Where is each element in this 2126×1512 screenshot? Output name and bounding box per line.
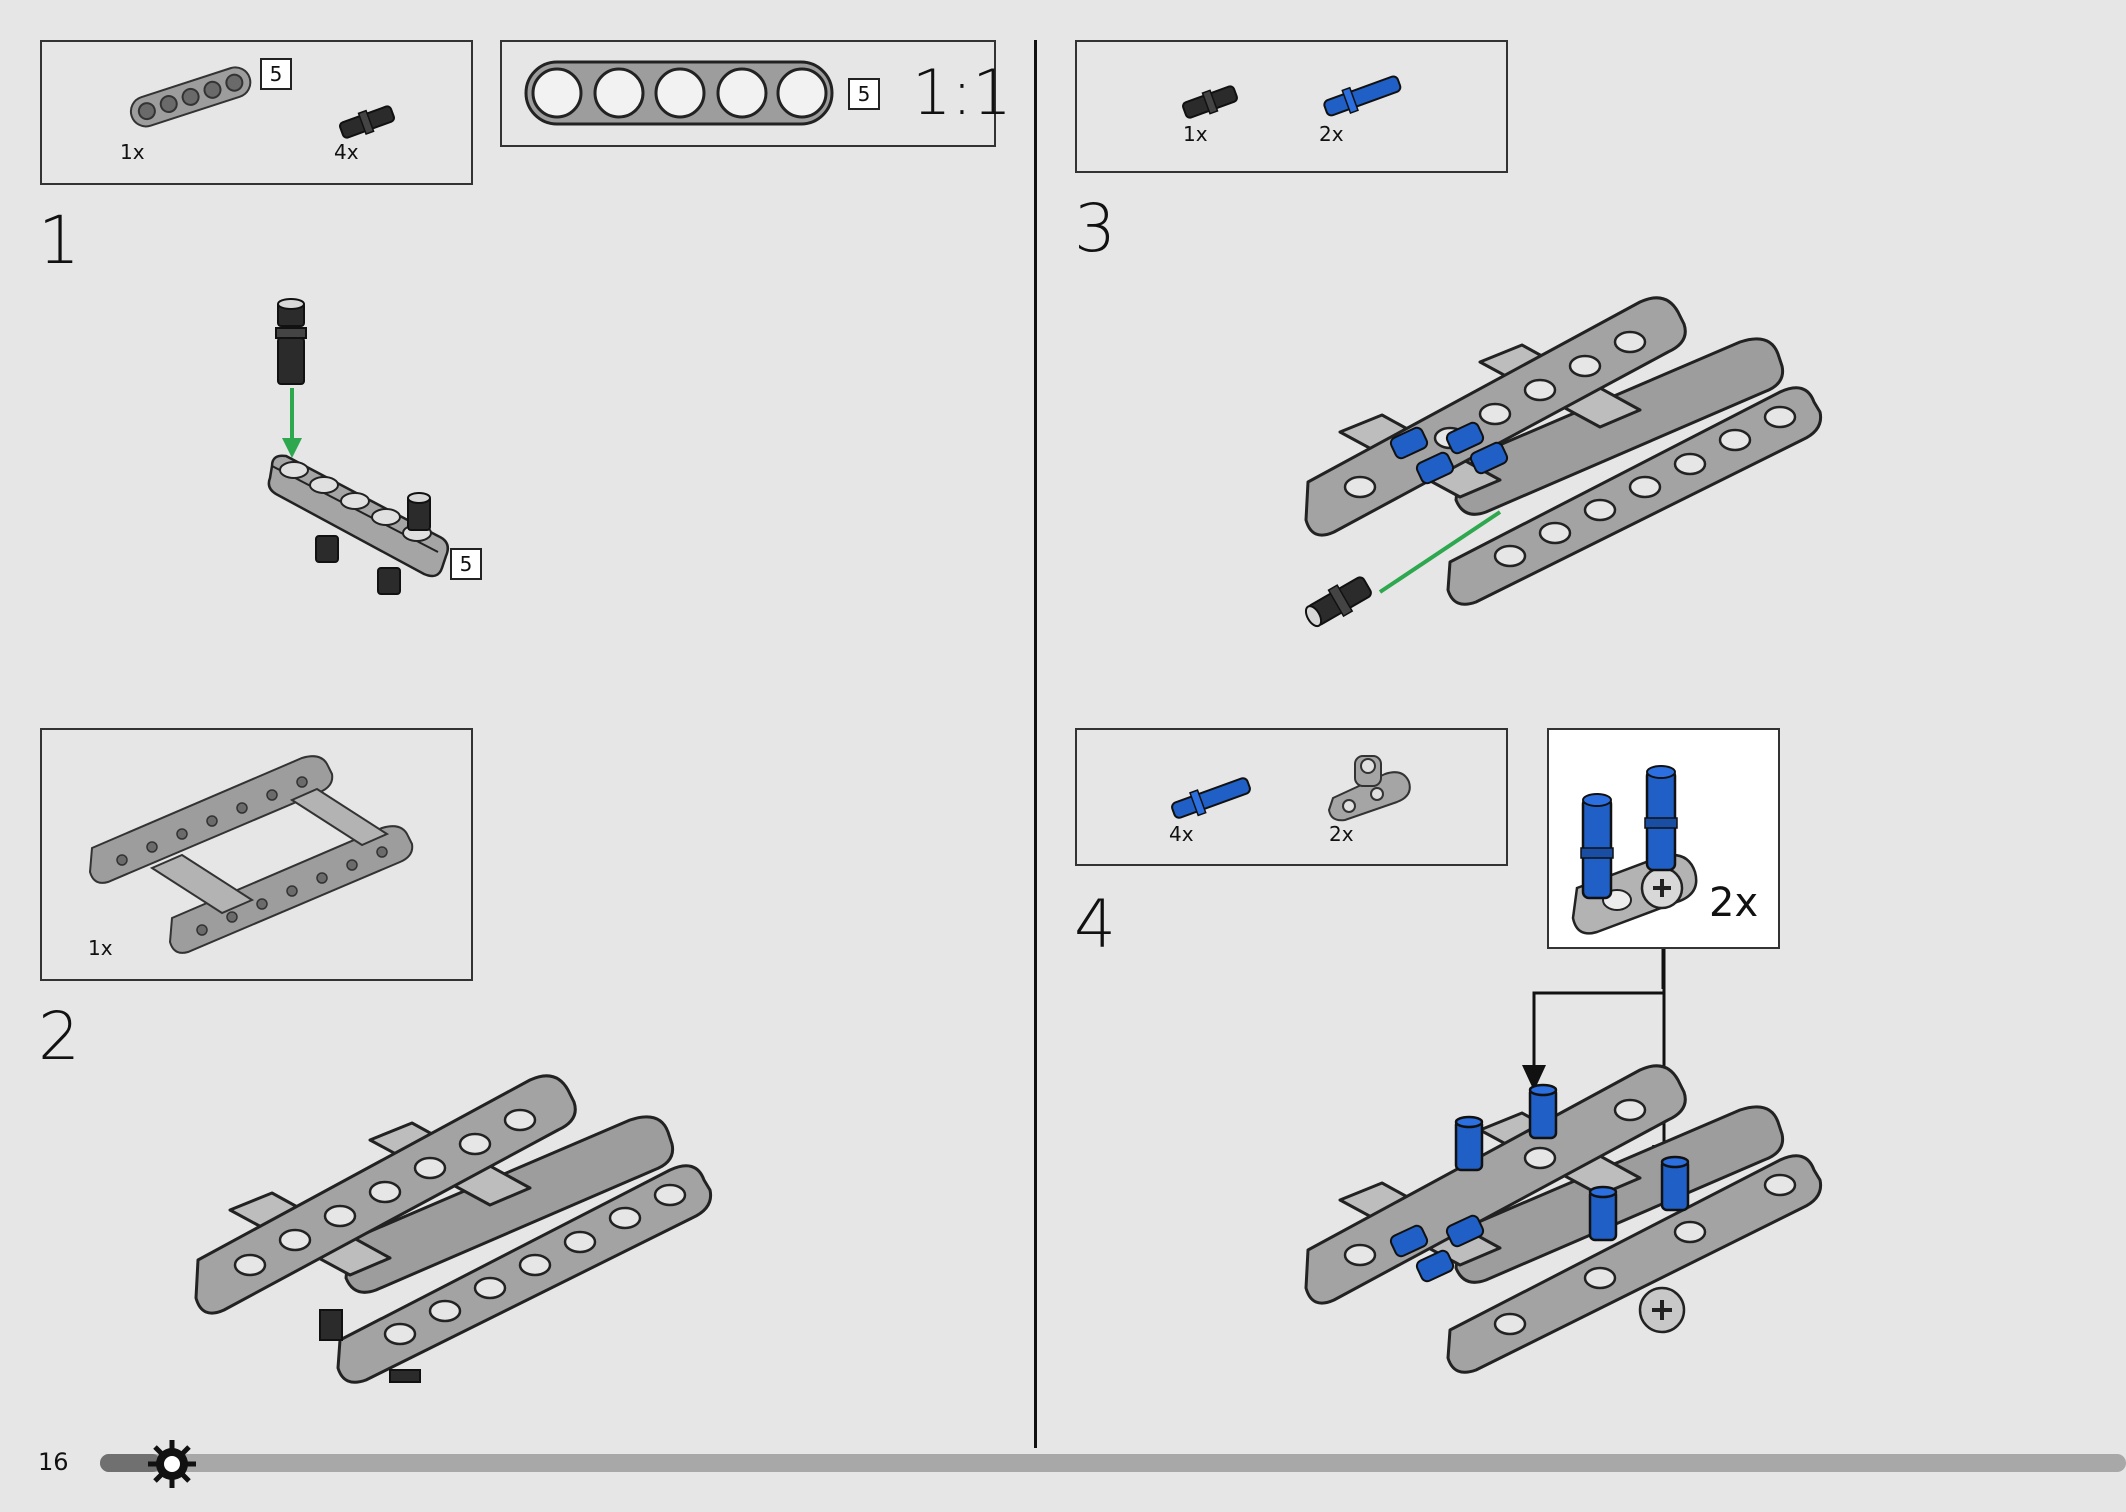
part-count: 1x	[1183, 122, 1208, 146]
scale-length-tag: 5	[848, 78, 880, 110]
gear-icon	[148, 1440, 196, 1488]
step2-frame-illustration	[194, 1074, 713, 1384]
part-count: 4x	[334, 140, 359, 164]
step3-parts-box: 1x 2x	[1075, 40, 1508, 173]
step-number: 2	[38, 998, 80, 1075]
step1-assembly-illustration	[267, 298, 449, 595]
part-count: 1x	[88, 936, 113, 960]
frame-subassembly-part-icon	[88, 755, 414, 954]
black-pin-part-icon	[339, 105, 395, 139]
beam-5-part-icon	[129, 66, 252, 128]
step-number: 1	[38, 202, 80, 279]
step4-parts-box: 4x 2x	[1075, 728, 1508, 866]
part-count: 4x	[1169, 822, 1194, 846]
page-divider	[1034, 40, 1037, 1448]
step-number: 3	[1074, 190, 1116, 267]
subassembly-illustration	[1571, 765, 1698, 935]
part-count: 1x	[120, 140, 145, 164]
page-number: 16	[38, 1448, 69, 1476]
subassembly-multiplier: 2x	[1709, 880, 1759, 926]
step4-assembly-illustration	[1304, 1064, 1823, 1374]
step1-parts-box: 5 1x 4x	[40, 40, 473, 185]
part-count: 2x	[1329, 822, 1354, 846]
progress-track	[100, 1454, 2126, 1472]
step-number: 4	[1074, 886, 1116, 963]
progress-fill	[100, 1454, 161, 1472]
scale-reference-box: 5 1:1	[500, 40, 1012, 147]
blue-pin-part-icon	[1323, 75, 1402, 117]
step2-parts-box: 1x	[40, 728, 473, 981]
step3-assembly-illustration	[1304, 296, 1823, 628]
blue-pin-part-icon	[1171, 777, 1251, 819]
part-length-tag: 5	[260, 58, 292, 90]
part-count: 2x	[1319, 122, 1344, 146]
beam-5-scale-icon	[524, 60, 834, 126]
step4-subassembly-callout: 2x	[1547, 728, 1780, 949]
axle-pin-connector-part-icon	[1327, 755, 1411, 822]
model-length-tag: 5	[450, 548, 482, 580]
black-pin-part-icon	[1182, 85, 1238, 119]
scale-label: 1:1	[912, 56, 1012, 129]
